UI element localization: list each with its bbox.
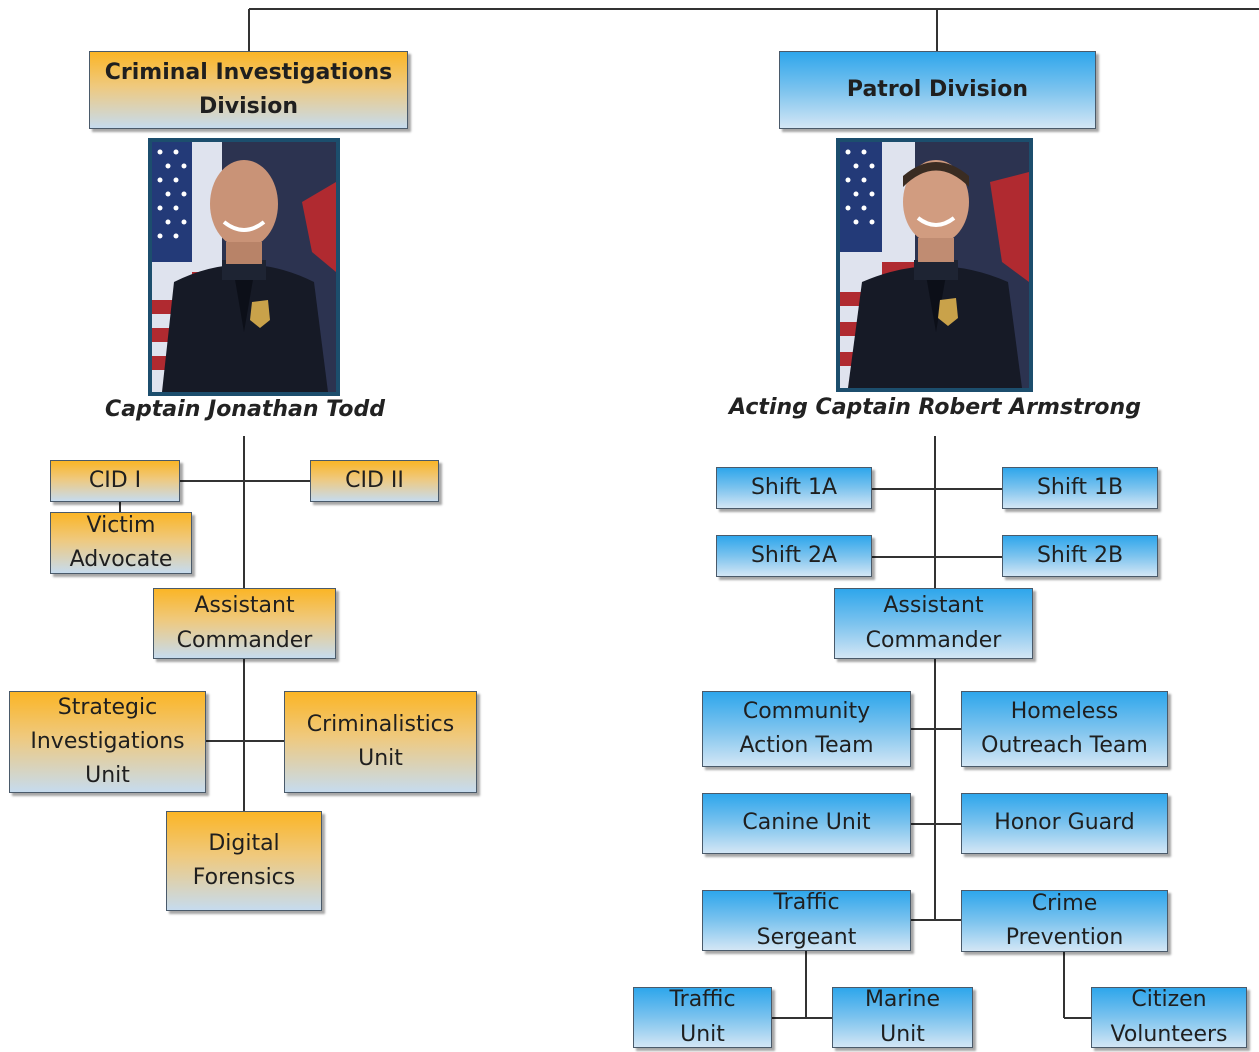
acting-captain-armstrong-photo bbox=[836, 138, 1033, 392]
strategic-investigations-unit-box[interactable]: Strategic Investigations Unit bbox=[9, 691, 206, 793]
acting-captain-armstrong-caption: Acting Captain Robert Armstrong bbox=[729, 395, 1141, 420]
shift-2a-box[interactable]: Shift 2A bbox=[716, 535, 872, 577]
shift-1b-box[interactable]: Shift 1B bbox=[1002, 467, 1158, 509]
shift-2b-box[interactable]: Shift 2B bbox=[1002, 535, 1158, 577]
cid-i-box[interactable]: CID I bbox=[50, 460, 180, 502]
homeless-outreach-team-box[interactable]: Homeless Outreach Team bbox=[961, 691, 1168, 767]
captain-todd-photo bbox=[148, 138, 340, 396]
traffic-sergeant-box[interactable]: Traffic Sergeant bbox=[702, 890, 911, 951]
patrol-division-box[interactable]: Patrol Division bbox=[779, 51, 1096, 129]
shift-1a-box[interactable]: Shift 1A bbox=[716, 467, 872, 509]
cid-ii-box[interactable]: CID II bbox=[310, 460, 439, 502]
crime-prevention-box[interactable]: Crime Prevention bbox=[961, 890, 1168, 952]
criminalistics-unit-box[interactable]: Criminalistics Unit bbox=[284, 691, 477, 793]
victim-advocate-box[interactable]: Victim Advocate bbox=[50, 512, 192, 574]
patrol-assistant-commander-box[interactable]: Assistant Commander bbox=[834, 588, 1033, 659]
cid-assistant-commander-box[interactable]: Assistant Commander bbox=[153, 588, 336, 659]
marine-unit-box[interactable]: Marine Unit bbox=[832, 987, 973, 1048]
criminal-investigations-division-box[interactable]: Criminal Investigations Division bbox=[89, 51, 408, 129]
digital-forensics-box[interactable]: Digital Forensics bbox=[166, 811, 322, 911]
canine-unit-box[interactable]: Canine Unit bbox=[702, 793, 911, 854]
citizen-volunteers-box[interactable]: Citizen Volunteers bbox=[1091, 987, 1247, 1048]
captain-todd-caption: Captain Jonathan Todd bbox=[105, 397, 385, 422]
community-action-team-box[interactable]: Community Action Team bbox=[702, 691, 911, 767]
traffic-unit-box[interactable]: Traffic Unit bbox=[633, 987, 772, 1048]
honor-guard-box[interactable]: Honor Guard bbox=[961, 793, 1168, 854]
